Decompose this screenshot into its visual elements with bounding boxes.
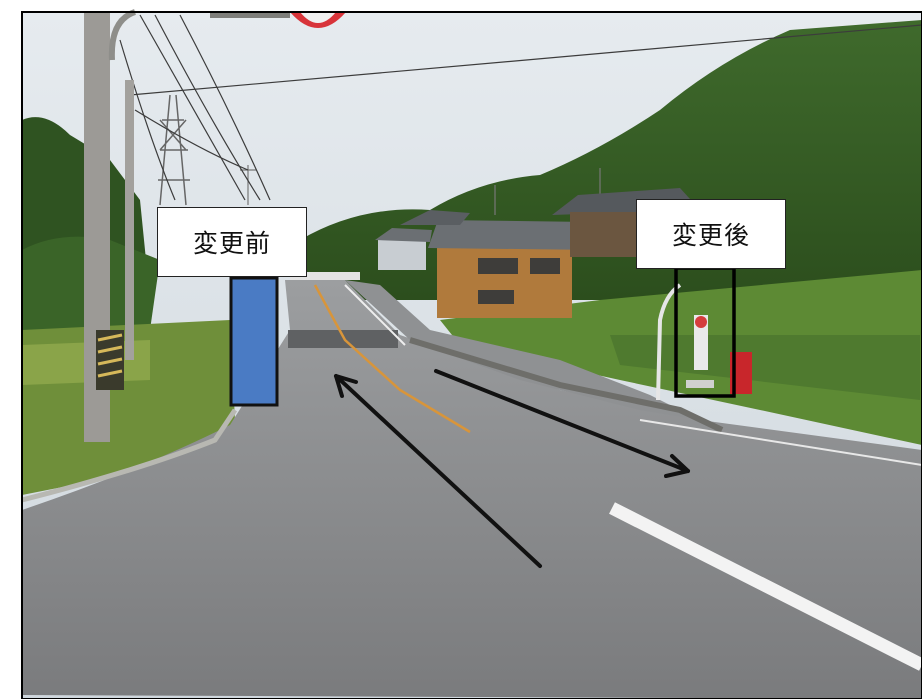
house-center [428, 220, 600, 318]
curb-left [21, 408, 238, 503]
house-left [375, 210, 470, 270]
pole-guard-stripes [97, 333, 123, 378]
curb-right [409, 337, 724, 433]
label-before-text: 変更前 [192, 229, 271, 258]
side-road [345, 280, 700, 420]
bus-stop-base [686, 380, 714, 388]
power-pylon [158, 94, 190, 206]
edge-line [344, 284, 406, 346]
utility-pole-secondary [125, 80, 134, 360]
road [22, 280, 922, 699]
bus-stop-pole [694, 315, 708, 370]
arrow-down-right-icon [434, 369, 690, 478]
edge-line-right [639, 419, 922, 466]
label-before: 変更前 [157, 207, 307, 277]
before-marker [229, 276, 279, 407]
road-patch [288, 330, 398, 348]
arrow-up-left-icon [334, 374, 542, 568]
photo-border [21, 11, 922, 699]
guardrail [290, 272, 360, 280]
bus-stop-sign-icon [695, 316, 707, 328]
center-line-orange [313, 284, 471, 434]
white-lane-marking [609, 502, 922, 671]
label-after-text: 変更後 [671, 221, 750, 250]
vegetable-field [610, 335, 920, 400]
overhead-wires [119, 14, 922, 201]
street-lamp-arm [108, 9, 137, 61]
sign-bracket [210, 12, 290, 18]
label-after: 変更後 [636, 199, 786, 269]
